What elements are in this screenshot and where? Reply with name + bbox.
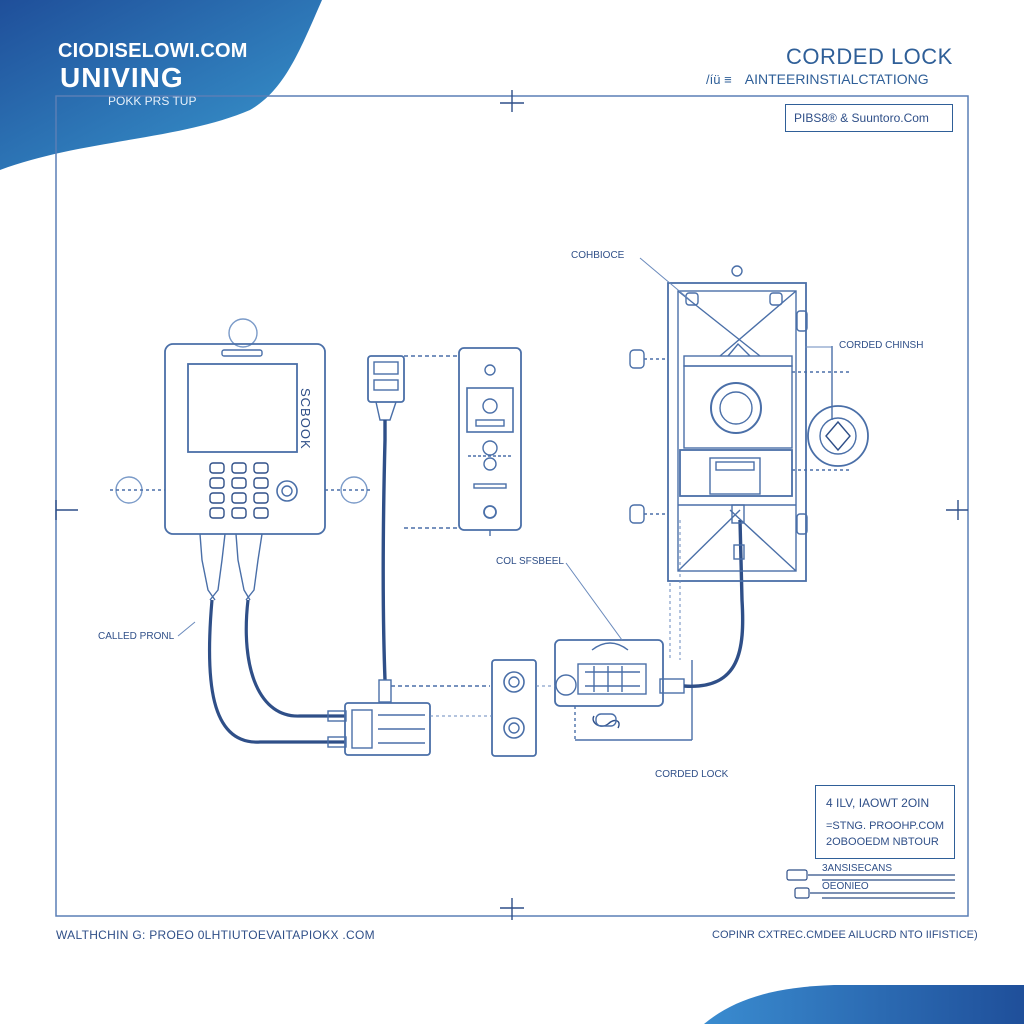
lock-cylinder-detail bbox=[792, 346, 869, 471]
legend-graphics bbox=[786, 869, 955, 899]
title-block-line1: 4 ILV, IAOWT 2OIN bbox=[826, 796, 930, 810]
junction-connector bbox=[327, 702, 431, 756]
legend-item-2: OEONIEO bbox=[822, 881, 869, 892]
brand-name: UNIVING bbox=[60, 62, 184, 93]
switch-panel bbox=[491, 659, 537, 757]
top-plug bbox=[367, 355, 490, 703]
brand-corner-shape bbox=[0, 0, 322, 170]
footer-left: WALTHCHIN G: PROEO 0LHTIUTOEVAITAPIOKX .… bbox=[56, 928, 375, 942]
subtitle-text: AINTEERINSTIALCTATIONG bbox=[744, 71, 929, 87]
keypad-panel bbox=[110, 318, 372, 601]
door-station bbox=[458, 347, 522, 536]
title-block-line2: =STNG. PROOHP.COM bbox=[826, 820, 945, 832]
corner-accent-shape bbox=[704, 985, 1024, 1024]
dimension-lines bbox=[177, 257, 832, 717]
label-col-sfsbeel: COL SFSBEEL bbox=[496, 556, 564, 567]
lock-cable bbox=[683, 519, 745, 688]
label-corded-lock: CORDED LOCK bbox=[655, 769, 729, 780]
controller-unit bbox=[554, 639, 693, 741]
brand-tagline: POKK PRS TUP bbox=[108, 94, 197, 108]
subtitle-icons: /íü ≡ bbox=[706, 72, 732, 87]
part-number-box: PIBS8® & Suuntoro.Com bbox=[785, 104, 953, 132]
registration-marks bbox=[55, 90, 968, 920]
lock-mechanism bbox=[629, 265, 808, 582]
page-title: CORDED LOCK bbox=[786, 44, 953, 69]
keypad-buttons bbox=[209, 462, 269, 519]
page-subtitle: /íü ≡ AINTEERINSTIALCTATIONG bbox=[706, 71, 929, 87]
title-block: 4 ILV, IAOWT 2OIN =STNG. PROOHP.COM 2OBO… bbox=[815, 785, 955, 859]
keypad-cables bbox=[207, 599, 345, 744]
brand-site: CIODISELOWI.COM bbox=[58, 40, 248, 62]
label-called-pronl: CALLED PRONL bbox=[98, 631, 175, 642]
footer-right: COPINR CXTREC.CMDEE AILUCRD NTO IIFISTIC… bbox=[712, 929, 978, 941]
label-cohbioce: COHBIOCE bbox=[571, 250, 625, 261]
keypad-vertical-label: SCBOOK bbox=[298, 388, 313, 450]
legend-item-1: 3ANSISECANS bbox=[822, 863, 893, 874]
label-corded-chinsh: CORDED CHINSH bbox=[839, 340, 924, 351]
title-block-line3: 2OBOOEDM NBTOUR bbox=[826, 836, 939, 848]
